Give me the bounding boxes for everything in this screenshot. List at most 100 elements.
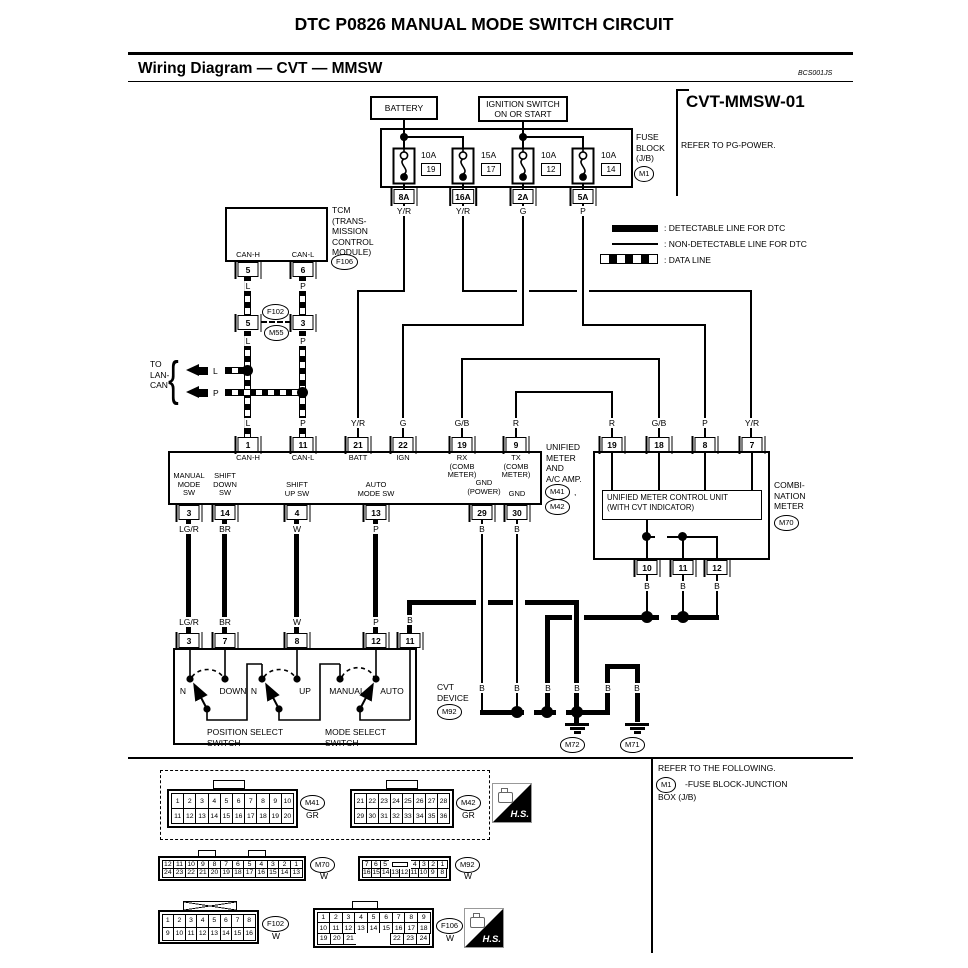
wire-segment — [461, 358, 463, 437]
circle — [258, 675, 266, 683]
cm-pin-18: 18 — [645, 435, 673, 454]
circle — [400, 173, 408, 181]
wire-color: B — [632, 683, 642, 693]
unified-meter-control-unit-box — [602, 490, 762, 520]
txt: H.S. — [510, 809, 529, 820]
junction-dot — [678, 532, 687, 541]
wire-segment — [646, 575, 648, 617]
line — [265, 682, 280, 710]
circle — [519, 173, 527, 181]
connector-oval-m70-view: M70 — [310, 857, 335, 873]
i — [569, 727, 585, 730]
umcu-label: UNIFIED METER CONTROL UNIT(WITH CVT INDI… — [607, 493, 728, 512]
connector-group-dashed-box — [160, 770, 490, 840]
connector-pin-cell: 36 — [437, 808, 450, 824]
connector-tab — [386, 780, 418, 789]
junction-dot — [519, 133, 527, 141]
fuse-icon — [451, 147, 475, 185]
fuse-icon — [571, 147, 595, 185]
wire-segment-thick — [566, 710, 610, 715]
um-pin-label: BATT — [348, 453, 368, 462]
circle — [356, 705, 364, 713]
connector-color: W — [464, 871, 473, 881]
connector-oval-m72: M72 — [560, 737, 585, 753]
connector-pin-cell: 20 — [329, 932, 344, 945]
refer-following-line2: -FUSE BLOCK-JUNCTION — [685, 779, 788, 789]
wire-segment — [402, 324, 404, 437]
um-pin-label: GND — [508, 489, 526, 498]
wire-color: B — [477, 524, 487, 534]
lan-arrow-l-icon — [186, 364, 199, 376]
wire-color: B — [543, 683, 553, 693]
path — [401, 158, 407, 175]
connector-oval-m71: M71 — [620, 737, 645, 753]
path — [460, 158, 466, 175]
legend-dataline-label: : DATA LINE — [664, 255, 711, 265]
tcm-canh-label: CAN-H — [236, 250, 260, 259]
wire-segment — [357, 290, 405, 292]
connector-oval-m42-view: M42 — [456, 795, 481, 811]
connector-color: W — [272, 931, 281, 941]
contact-label-manual: MANUAL — [329, 686, 365, 696]
cvt-pin-8: 8 — [283, 631, 311, 650]
path — [191, 668, 224, 678]
wire-color: Y/R — [743, 418, 761, 428]
cvt-pin-7: 7 — [211, 631, 239, 650]
hs-icon: H.S. — [492, 783, 532, 823]
wire-color: B — [512, 683, 522, 693]
connector-oval-f102-view: F102 — [262, 916, 290, 932]
wire-segment — [522, 136, 584, 138]
legend-dataline-sample — [600, 254, 658, 264]
connector-oval-f106: F106 — [331, 254, 359, 270]
connector-pin-cell: 15 — [231, 926, 244, 941]
mid-connector-pin-5: 5 — [234, 313, 262, 332]
wire-segment — [704, 324, 706, 437]
fuse-icon — [392, 147, 416, 185]
wire-color: B — [477, 683, 487, 693]
ground-icon — [565, 723, 589, 735]
circle — [399, 151, 409, 160]
wire-segment — [462, 290, 517, 292]
circle — [458, 151, 468, 160]
doc-code: BCS001JS — [798, 70, 833, 77]
connector-junction-dash — [261, 321, 291, 323]
connector-oval-m70: M70 — [774, 515, 799, 531]
diagram-id: CVT-MMSW-01 — [686, 92, 805, 111]
connector-oval-m55: M55 — [264, 325, 289, 341]
refer-following-line3: BOX (J/B) — [658, 792, 697, 802]
connector-pin-cell: 21 — [342, 932, 358, 945]
title-rule — [128, 52, 853, 55]
wire-segment-thick — [546, 615, 572, 620]
connector-oval-m1-ref: M1 — [656, 777, 677, 793]
fuse-pin-8a: 8A — [390, 187, 418, 206]
wire-segment-thick — [222, 520, 227, 633]
fuse-pin-2a: 2A — [509, 187, 537, 206]
wire-segment — [751, 451, 753, 490]
contact-label-auto: AUTO — [380, 686, 404, 696]
um-pin-9: 9 — [502, 435, 530, 454]
connector-color: W — [320, 871, 329, 881]
um-pin-19: 19 — [448, 435, 476, 454]
path — [580, 158, 586, 175]
wire-color: Y/R — [454, 206, 472, 216]
connector-oval-m41: M41 — [545, 484, 570, 500]
wire-segment-thick — [605, 664, 640, 669]
um-pin-label: CAN-H — [236, 453, 260, 462]
path — [206, 663, 262, 721]
fuse-pin-16a: 16A — [449, 187, 477, 206]
i — [633, 731, 641, 734]
connector-blank-cell — [356, 932, 369, 945]
fuse-number: 17 — [481, 163, 501, 176]
fuse-icon — [511, 147, 535, 185]
wire-segment — [516, 520, 518, 712]
wire-segment-thick — [545, 615, 550, 715]
